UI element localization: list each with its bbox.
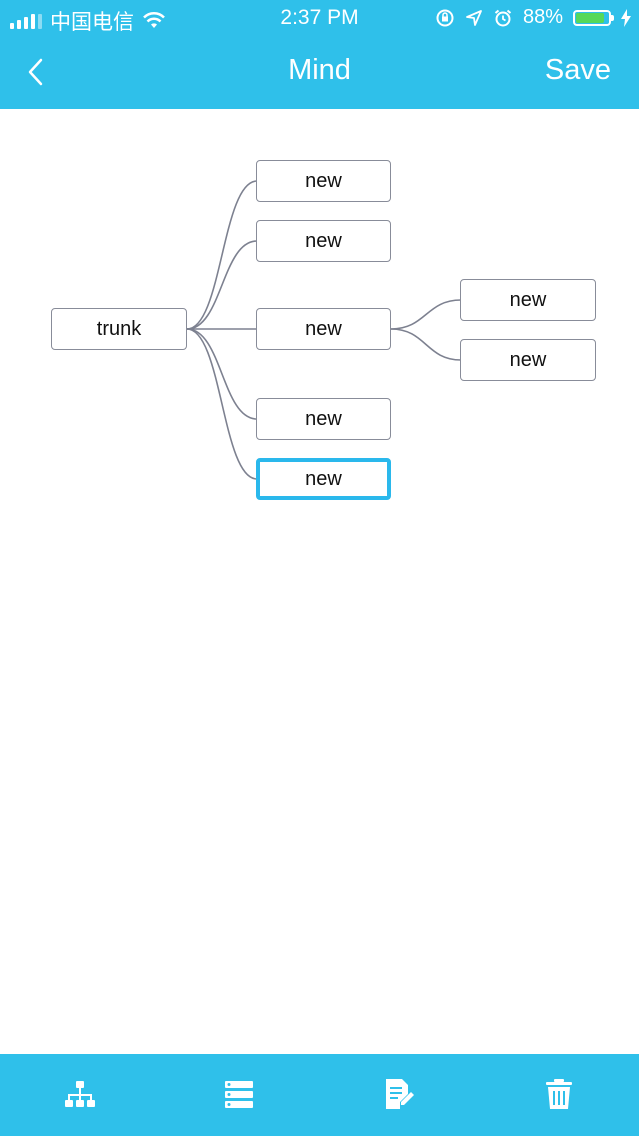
battery-percent: 88%: [522, 6, 563, 28]
list-icon[interactable]: [221, 1076, 257, 1112]
charging-icon: [621, 8, 631, 27]
page-title: Mind: [288, 54, 351, 86]
battery-icon: [573, 9, 614, 26]
status-left: 中国电信: [10, 6, 166, 36]
mindmap-node[interactable]: new: [256, 160, 391, 202]
battery-fill: [576, 12, 604, 23]
status-bar: 中国电信 2:37 PM 88%: [0, 0, 639, 36]
edit-note-icon[interactable]: [380, 1076, 416, 1112]
link-trunk-2: [186, 240, 258, 330]
mindmap-node[interactable]: new: [460, 339, 596, 381]
chevron-left-icon[interactable]: [22, 54, 52, 90]
wifi-icon: [143, 12, 165, 28]
signal-icon: [10, 13, 42, 29]
clock: 2:37 PM: [280, 6, 359, 29]
hierarchy-icon[interactable]: [62, 1076, 98, 1112]
navigation-bar: Mind Save: [0, 36, 639, 109]
carrier-label: 中国电信: [50, 11, 134, 34]
orientation-lock-icon: [436, 9, 454, 26]
mindmap-node[interactable]: new: [256, 220, 391, 262]
status-right: 88%: [435, 6, 631, 29]
link-trunk-4: [186, 328, 258, 420]
bottom-toolbar: [0, 1054, 639, 1136]
mindmap-node[interactable]: new: [256, 308, 391, 350]
trash-icon[interactable]: [541, 1076, 577, 1112]
link-trunk-5: [186, 328, 258, 480]
mindmap-node-trunk[interactable]: trunk: [51, 308, 187, 350]
link-node3-1: [390, 299, 462, 330]
link-node3-2: [390, 328, 462, 361]
mindmap-node[interactable]: new: [460, 279, 596, 321]
mindmap-node[interactable]: new: [256, 398, 391, 440]
mindmap-canvas[interactable]: trunk new new new new new new new: [0, 109, 639, 1054]
mindmap-links: [186, 180, 462, 480]
alarm-icon: [494, 9, 512, 26]
save-button[interactable]: Save: [544, 54, 611, 86]
mindmap-node-selected[interactable]: new: [256, 458, 391, 500]
location-icon: [466, 9, 482, 26]
link-trunk-1: [186, 180, 258, 330]
